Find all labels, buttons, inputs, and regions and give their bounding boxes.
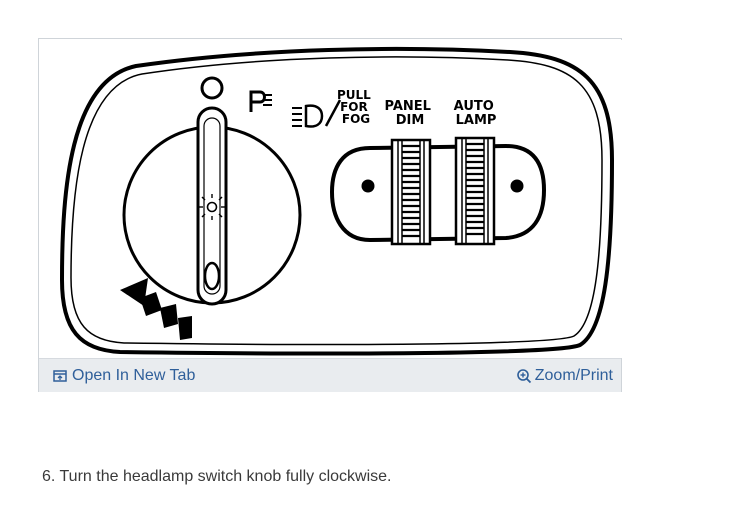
ring-icon — [200, 76, 224, 100]
knob-handle — [196, 106, 228, 306]
switch-bezel — [59, 46, 615, 356]
auto-lamp-wheel — [454, 136, 496, 246]
open-in-new-tab-link[interactable]: Open In New Tab — [53, 367, 195, 385]
parking-lamp-icon — [249, 90, 272, 112]
housing-screw-left — [361, 179, 375, 193]
label-auto-lamp: AUTO LAMP — [454, 99, 499, 128]
headlamp-switch-diagram[interactable]: PULL FOR FOG PANEL DIM AUTO LAMP — [40, 40, 622, 358]
label-pull-for-fog: PULL FOR FOG — [337, 88, 375, 126]
zoom-icon — [516, 369, 531, 384]
caption-bar: Open In New Tab Zoom/Print — [39, 358, 621, 392]
zoom-print-label: Zoom/Print — [534, 367, 613, 384]
panel-dim-wheel — [390, 138, 432, 246]
lamp-icon — [199, 194, 225, 220]
zoom-print-link[interactable]: Zoom/Print — [516, 367, 613, 385]
label-panel-dim: PANEL DIM — [385, 99, 436, 128]
figure-card: PULL FOR FOG PANEL DIM AUTO LAMP — [38, 38, 622, 392]
off-indicator — [203, 261, 221, 291]
instruction-step-text: 6. Turn the headlamp switch knob fully c… — [42, 468, 392, 485]
thumbwheel-housing — [329, 143, 547, 243]
headlamp-icon — [292, 99, 342, 128]
arrow-icon — [120, 278, 192, 340]
open-in-new-tab-label: Open In New Tab — [72, 367, 196, 384]
housing-screw-right — [510, 179, 524, 193]
open-tab-icon — [53, 370, 67, 382]
